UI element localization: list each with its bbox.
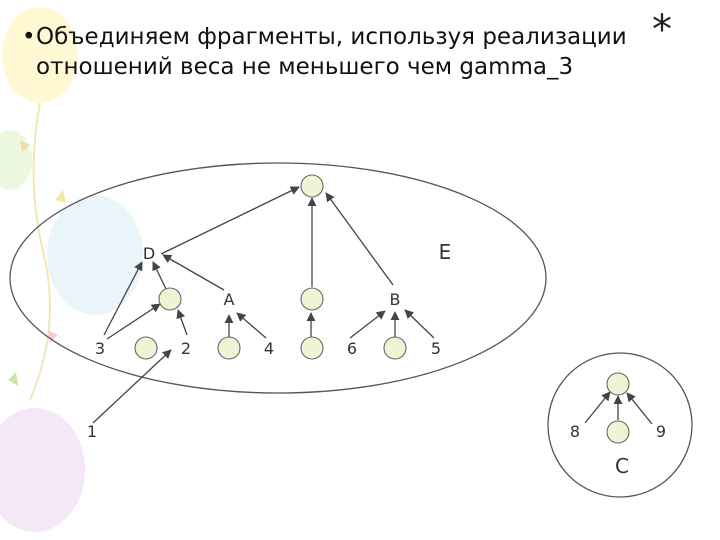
balloon-purple-shape	[0, 408, 85, 532]
edge-1-2	[92, 349, 172, 424]
title-line-2: отношений веса не меньшего чем gamma_3	[36, 54, 574, 80]
node-root	[300, 174, 324, 198]
node-label-5: 5	[431, 339, 441, 358]
node-leaf	[300, 336, 324, 360]
edge-D-root	[160, 186, 300, 255]
node-C-middle	[606, 420, 630, 444]
node-middle	[300, 287, 324, 311]
confetti	[55, 190, 66, 203]
bullet: •	[22, 24, 36, 50]
edge-9-top	[626, 392, 653, 425]
edge-3-top	[106, 303, 161, 340]
edge-2-top	[176, 309, 188, 336]
node-label-4: 4	[264, 339, 274, 358]
fragment-label-E: E	[439, 240, 452, 264]
node-label-1: 1	[87, 422, 97, 441]
star-mark: *	[652, 7, 672, 53]
balloon-yellow-shape	[2, 7, 78, 103]
fragment-C-boundary	[547, 352, 693, 498]
node-label-D: D	[143, 244, 155, 263]
balloon-blue-shape	[47, 195, 143, 315]
node-label-9: 9	[656, 422, 666, 441]
edge-top-D	[152, 261, 167, 290]
node-top	[158, 287, 182, 311]
node-C-top	[606, 372, 630, 396]
edge-5-B	[404, 309, 435, 339]
fragment-E-boundary	[9, 162, 547, 394]
edge-4-A	[236, 312, 267, 339]
edge-3-D	[103, 261, 143, 336]
confetti	[20, 140, 30, 152]
node-label-B: B	[390, 290, 401, 309]
node-label-3: 3	[95, 339, 105, 358]
confetti	[8, 372, 18, 386]
fragment-label-C: C	[615, 454, 629, 478]
edge-B-root	[325, 192, 394, 286]
title-line-1: Объединяем фрагменты, используя реализац…	[36, 24, 627, 50]
edge-6-B	[349, 310, 386, 339]
node-label-2: 2	[181, 339, 191, 358]
node-label-A: A	[224, 290, 235, 309]
edge-8-top	[584, 391, 611, 424]
edge-A-D	[162, 254, 225, 291]
node-leaf	[217, 336, 241, 360]
balloon-string	[29, 102, 51, 401]
node-leaf	[134, 336, 158, 360]
node-label-8: 8	[570, 422, 580, 441]
node-leaf	[383, 336, 407, 360]
node-label-6: 6	[347, 339, 357, 358]
